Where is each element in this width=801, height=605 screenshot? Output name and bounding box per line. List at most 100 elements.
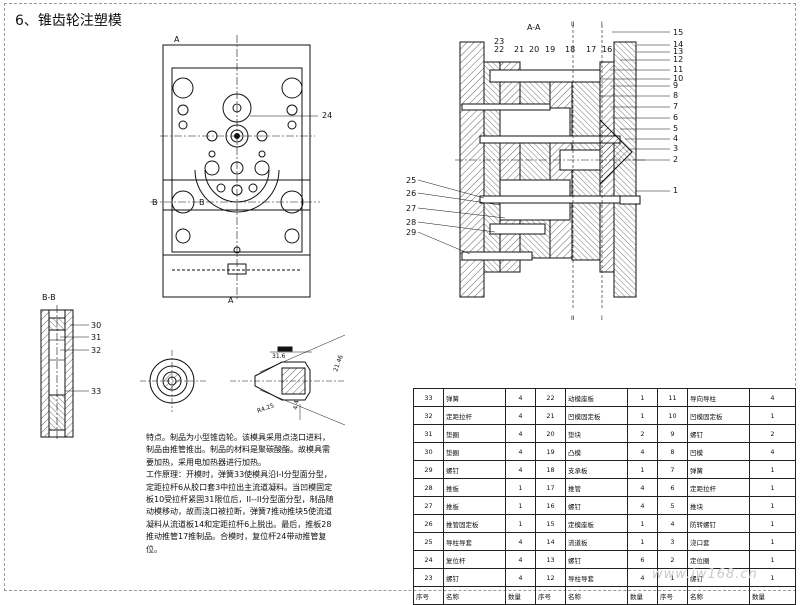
callout-19: 19 [545, 45, 555, 54]
table-cell: 动模座板 [565, 388, 628, 407]
callout-33: 33 [91, 387, 101, 396]
callout-32: 32 [91, 346, 101, 355]
table-cell: 31 [413, 424, 444, 443]
table-cell: 复位杆 [443, 550, 506, 569]
drawing-frame [4, 3, 796, 591]
table-cell: 螺钉 [565, 496, 628, 515]
callout-17: 17 [586, 45, 596, 54]
callout-16: 16 [602, 45, 612, 54]
table-cell: 4 [505, 442, 536, 461]
table-cell: 4 [657, 514, 688, 533]
dim-4-4: 4.4 [292, 400, 301, 411]
table-cell: 凹模固定板 [687, 406, 750, 425]
table-header-cell: 序号 [657, 586, 688, 605]
table-header-cell: 序号 [413, 586, 444, 605]
table-cell: 浇口套 [687, 532, 750, 551]
table-cell: 19 [535, 442, 566, 461]
table-cell: 螺钉 [443, 460, 506, 479]
aa-top-callouts: 23 22 21 20 19 18 17 16 [494, 37, 612, 54]
callout-11: 11 [673, 65, 683, 74]
table-cell: 3 [657, 532, 688, 551]
table-cell: 1 [627, 532, 658, 551]
table-cell: 2 [657, 550, 688, 569]
table-cell: 螺钉 [565, 550, 628, 569]
callout-18: 18 [565, 45, 575, 54]
table-cell: 32 [413, 406, 444, 425]
table-cell: 24 [413, 550, 444, 569]
table-cell: 33 [413, 388, 444, 407]
table-cell: 支承板 [565, 460, 628, 479]
table-cell: 1 [505, 514, 536, 533]
table-cell: 4 [505, 424, 536, 443]
section-mark-b-left: B [152, 198, 158, 207]
table-header-row: 序号名称数量序号名称数量序号名称数量 [413, 586, 796, 605]
table-cell: 21 [535, 406, 566, 425]
watermark: www.jw168.cn [652, 567, 758, 582]
table-header-cell: 序号 [535, 586, 566, 605]
table-cell: 导向导柱 [687, 388, 750, 407]
callout-13: 13 [673, 47, 683, 56]
table-cell: 4 [749, 388, 796, 407]
table-cell: 导柱导套 [443, 532, 506, 551]
table-cell: 6 [627, 550, 658, 569]
callout-23: 23 [494, 37, 504, 46]
callout-8: 8 [673, 91, 678, 100]
callout-4: 4 [673, 134, 678, 143]
table-cell: 12 [535, 568, 566, 587]
table-cell: 1 [627, 388, 658, 407]
table-cell: 23 [413, 568, 444, 587]
callout-12: 12 [673, 55, 683, 64]
section-mark-b-center: B [199, 198, 205, 207]
callout-7: 7 [673, 102, 678, 111]
table-cell: 推块 [687, 496, 750, 515]
table-cell: 1 [627, 514, 658, 533]
table-cell: 25 [413, 532, 444, 551]
table-cell: 27 [413, 496, 444, 515]
table-cell: 定距拉杆 [443, 406, 506, 425]
table-cell: 5 [657, 496, 688, 515]
callout-27: 27 [406, 204, 416, 213]
table-cell: 垫圈 [443, 424, 506, 443]
table-cell: 29 [413, 460, 444, 479]
parting-line-2-top: II [571, 21, 575, 28]
table-cell: 1 [627, 406, 658, 425]
callout-14: 14 [673, 40, 683, 49]
table-cell: 14 [535, 532, 566, 551]
table-cell: 22 [535, 388, 566, 407]
table-header-cell: 名称 [687, 586, 750, 605]
table-cell: 1 [749, 478, 796, 497]
callout-15: 15 [673, 28, 683, 37]
table-cell: 30 [413, 442, 444, 461]
table-cell: 1 [749, 532, 796, 551]
table-cell: 4 [505, 568, 536, 587]
section-mark-a-bottom: A [228, 296, 234, 305]
table-cell: 1 [749, 514, 796, 533]
table-cell: 1 [627, 460, 658, 479]
table-cell: 2 [627, 424, 658, 443]
table-cell: 弹簧 [687, 460, 750, 479]
callout-29: 29 [406, 228, 416, 237]
table-cell: 弹簧 [443, 388, 506, 407]
callout-31: 31 [91, 333, 101, 342]
table-cell: 流道板 [565, 532, 628, 551]
table-cell: 1 [505, 478, 536, 497]
callout-5: 5 [673, 124, 678, 133]
aa-right-callouts: 15 14 13 12 11 10 9 8 7 6 5 4 3 2 1 [600, 28, 683, 195]
table-cell: 18 [535, 460, 566, 479]
table-cell: 2 [749, 424, 796, 443]
callout-30: 30 [91, 321, 101, 330]
dim-r4-25: R4.25 [256, 402, 275, 415]
dim-21-46: 21.46 [332, 354, 345, 373]
table-cell: 4 [749, 442, 796, 461]
table-header-cell: 数量 [749, 586, 796, 605]
table-cell: 螺钉 [687, 424, 750, 443]
callout-3: 3 [673, 144, 678, 153]
aa-right-plate [613, 41, 637, 298]
table-cell: 定位圈 [687, 550, 750, 569]
section-mark-a-top: A [174, 35, 180, 44]
